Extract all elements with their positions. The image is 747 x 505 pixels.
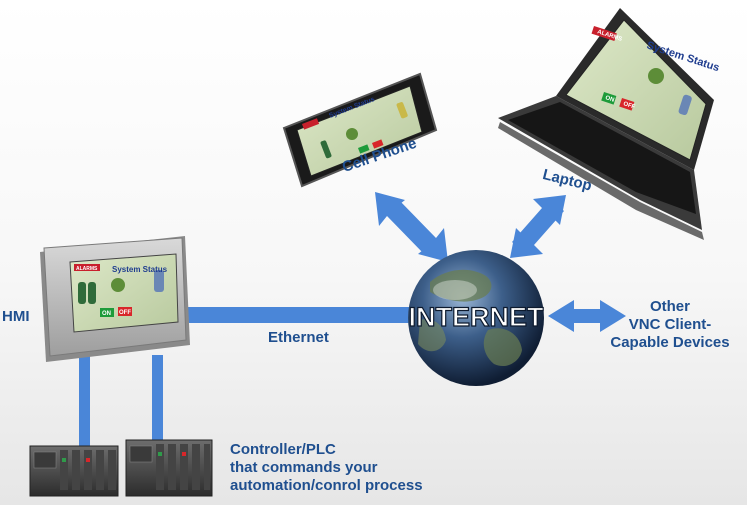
laptop-icon [498,8,714,240]
hmi-screen-on: ON [102,311,111,317]
controller-line-3: automation/conrol process [230,477,423,494]
hmi-screen-off: OFF [119,310,131,316]
globe-icon [408,250,544,386]
plc-controller-icon [125,439,213,497]
controller-line-2: that commands your [230,459,378,476]
cell-phone-icon [282,72,438,188]
other-line-1: Other [649,298,690,315]
controller-line-1: Controller/PLC [230,441,336,458]
plc-controller-icon [29,445,119,497]
hmi-label: HMI [2,308,30,325]
ethernet-label: Ethernet [268,329,329,346]
plc-link-left [79,355,90,450]
other-link-arrow [548,300,626,332]
laptop-link-arrow [510,195,566,258]
phone-link-arrow [375,192,448,262]
ethernet-line [185,307,425,323]
laptop-screen-on: ON [604,95,614,103]
other-line-2: VNC Client- [628,316,712,333]
other-devices-label: Other VNC Client- Capable Devices [596,298,744,352]
hmi-panel-icon [40,236,190,362]
internet-label: INTERNET [409,302,545,332]
laptop-screen-off: OFF [622,101,636,111]
other-line-3: Capable Devices [610,334,730,351]
plc-link-right [152,355,163,450]
controller-label: Controller/PLC that commands your automa… [230,441,423,495]
hmi-screen-alarms: ALARMS [76,266,98,272]
hmi-screen-title: System Status [112,265,168,274]
